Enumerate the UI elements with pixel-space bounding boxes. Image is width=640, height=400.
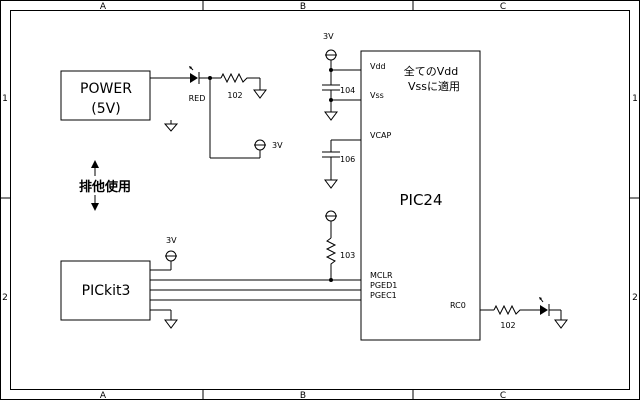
mclr-pullup-resistor <box>325 237 337 280</box>
pin-mclr-label: MCLR <box>370 271 393 280</box>
pickit-3v-source-symbol <box>165 250 177 262</box>
exclusive-use-note: 排他使用 <box>79 179 131 195</box>
pin-vss-label: Vss <box>370 91 384 100</box>
pin-pged1-label: PGED1 <box>370 281 397 290</box>
vcap-ground-symbol <box>324 179 338 189</box>
zone-row-2-left: 2 <box>2 293 8 303</box>
vss-ground-symbol <box>324 111 338 121</box>
zone-col-b-bottom: B <box>300 391 306 400</box>
sheet-border-inner <box>10 10 630 390</box>
mclr-resistor-label: 103 <box>340 251 355 260</box>
vcap-capacitor-label: 106 <box>340 155 355 164</box>
mclr-3v-source-symbol <box>325 210 337 222</box>
pin-rc0-label: RC0 <box>450 301 466 310</box>
power-led-ground-symbol <box>253 89 267 99</box>
mcu-note-line1: 全てのVdd <box>404 64 459 78</box>
mcu-note-line2: Vssに適用 <box>408 79 460 93</box>
pin-vcap-label: VCAP <box>370 131 392 140</box>
power-led-resistor <box>220 72 260 84</box>
power-voltage-label: (5V) <box>91 101 120 117</box>
vdd-3v-label: 3V <box>323 32 334 41</box>
zone-col-b-top: B <box>300 2 306 12</box>
zone-row-2-right: 2 <box>632 293 638 303</box>
power-block: POWER (5V) <box>60 70 151 121</box>
power-3v-label: 3V <box>272 141 283 150</box>
zone-col-c-top: C <box>500 2 506 12</box>
pickit-3v-label: 3V <box>166 236 177 245</box>
power-label: POWER <box>80 81 132 97</box>
rc0-ground-symbol <box>554 319 568 329</box>
power-led-resistor-label: 102 <box>227 91 242 100</box>
bypass-capacitor-label: 104 <box>340 86 355 95</box>
power-led-symbol <box>189 66 200 84</box>
vdd-3v-source-symbol <box>325 49 337 61</box>
vcap-capacitor <box>322 151 340 158</box>
bypass-capacitor <box>322 84 340 91</box>
power-ground-symbol <box>163 120 179 132</box>
rc0-led-symbol <box>539 297 550 316</box>
pickit-ground-symbol <box>164 319 178 329</box>
zone-row-1-right: 1 <box>632 94 638 104</box>
pin-pgec1-label: PGEC1 <box>370 291 397 300</box>
zone-row-1-left: 1 <box>2 94 8 104</box>
mcu-name: PIC24 <box>399 191 442 209</box>
mcu-block: 全てのVdd Vssに適用 PIC24 Vdd Vss VCAP MCLR PG… <box>360 50 481 341</box>
rc0-resistor-label: 102 <box>500 321 515 330</box>
power-3v-source-symbol <box>254 139 266 151</box>
pickit-block: PICkit3 <box>60 260 151 321</box>
zone-col-a-top: A <box>100 2 107 12</box>
zone-col-c-bottom: C <box>500 391 506 400</box>
exclusive-use-arrows <box>91 160 99 211</box>
rc0-led-resistor <box>493 304 540 316</box>
pin-vdd-label: Vdd <box>370 62 386 71</box>
zone-col-a-bottom: A <box>100 391 107 400</box>
pickit-label: PICkit3 <box>82 283 131 299</box>
power-led-color-label: RED <box>189 94 206 103</box>
